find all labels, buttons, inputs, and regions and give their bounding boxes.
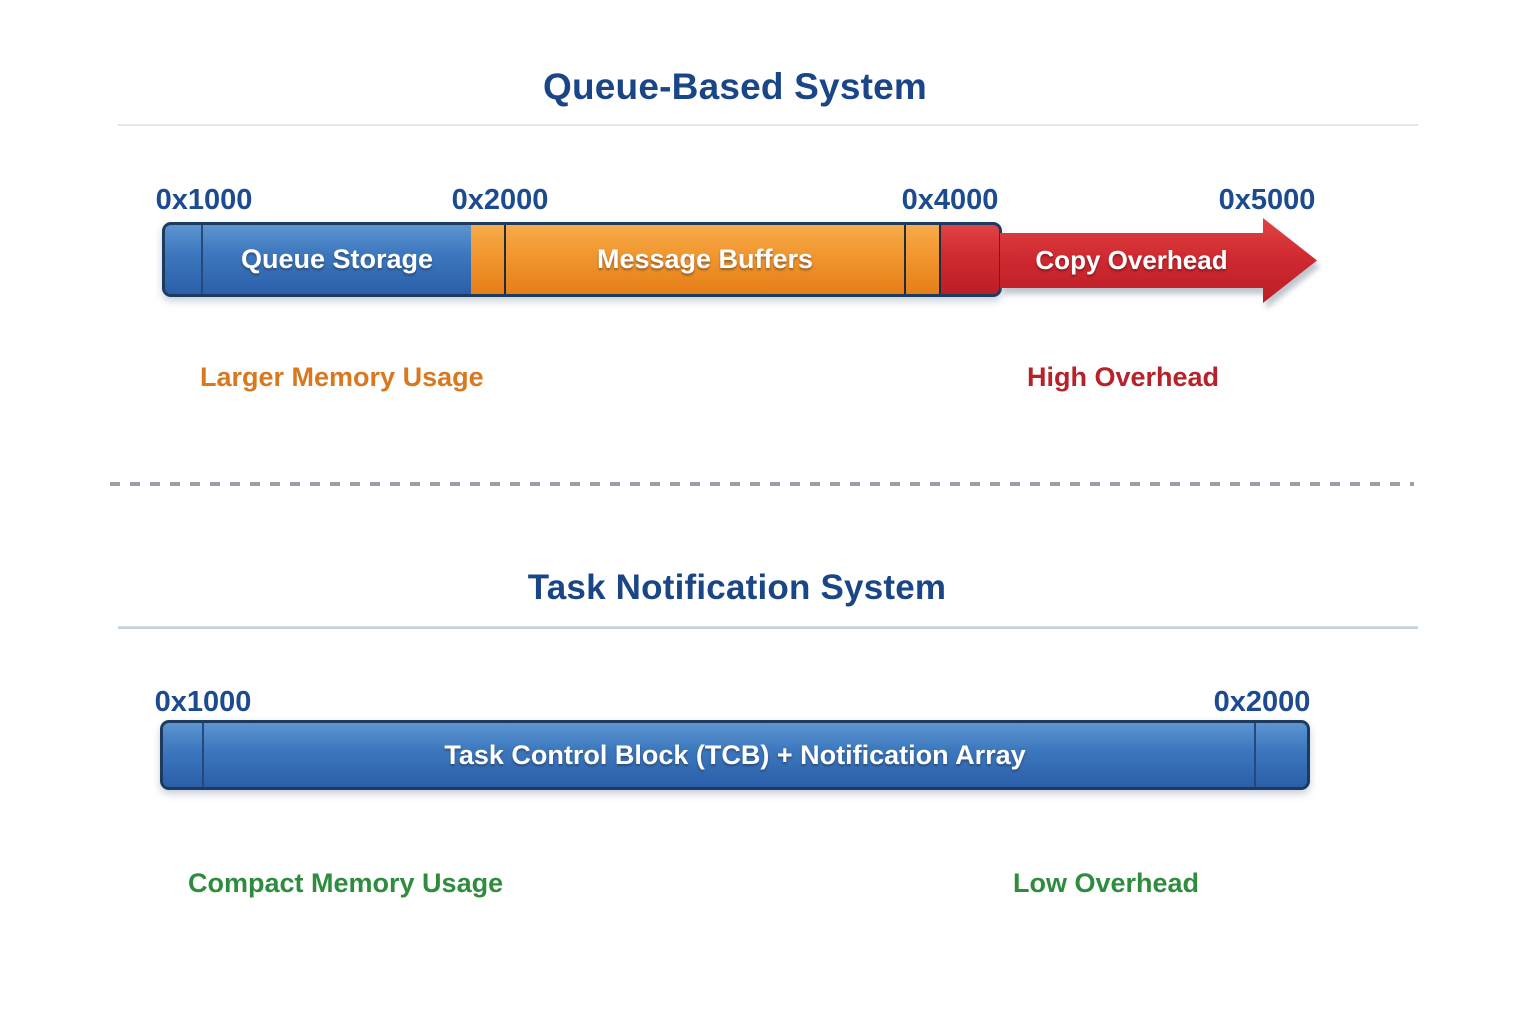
address-label-0x2000: 0x2000 <box>451 184 549 216</box>
message-buffers-edge-segment <box>471 225 504 294</box>
message-buffers-label: Message Buffers <box>596 244 814 274</box>
address-label-0x4000: 0x4000 <box>901 184 999 216</box>
address-label-0x1000: 0x1000 <box>155 184 253 216</box>
compact-memory-usage-note: Compact Memory Usage <box>188 868 504 898</box>
copy-overhead-label: Copy Overhead <box>1035 245 1228 275</box>
segment-divider <box>939 225 941 294</box>
segment-divider <box>1254 723 1256 787</box>
queue-system-title: Queue-Based System <box>542 66 928 107</box>
address-label-0x2000: 0x2000 <box>1213 686 1311 718</box>
larger-memory-usage-note: Larger Memory Usage <box>200 362 484 392</box>
message-buffers-edge-segment <box>906 225 939 294</box>
task-section-divider-line <box>118 626 1418 629</box>
queue-storage-label: Queue Storage <box>240 244 434 274</box>
dashed-separator-line <box>110 482 1414 486</box>
queue-memory-bar: Queue Storage Message Buffers <box>162 222 1002 297</box>
low-overhead-note: Low Overhead <box>1013 868 1200 898</box>
task-system-title: Task Notification System <box>527 568 947 607</box>
copy-overhead-arrow: Copy Overhead <box>1000 216 1322 312</box>
segment-divider <box>504 225 506 294</box>
segment-divider <box>202 723 204 787</box>
segment-divider <box>904 225 906 294</box>
right-arrow-icon <box>1000 218 1317 303</box>
queue-storage-edge-segment <box>165 225 201 294</box>
tcb-notification-label: Task Control Block (TCB) + Notification … <box>444 739 1026 770</box>
queue-section-divider-line <box>118 124 1418 126</box>
segment-divider <box>201 225 203 294</box>
message-buffers-segment: Message Buffers <box>506 225 904 294</box>
tcb-notification-segment <box>163 723 1307 787</box>
address-label-0x5000: 0x5000 <box>1218 184 1316 216</box>
high-overhead-note: High Overhead <box>1027 362 1220 392</box>
tcb-memory-bar: Task Control Block (TCB) + Notification … <box>160 720 1310 790</box>
queue-storage-segment: Queue Storage <box>203 225 471 294</box>
address-label-0x1000: 0x1000 <box>154 686 252 718</box>
copy-overhead-segment <box>941 225 999 294</box>
